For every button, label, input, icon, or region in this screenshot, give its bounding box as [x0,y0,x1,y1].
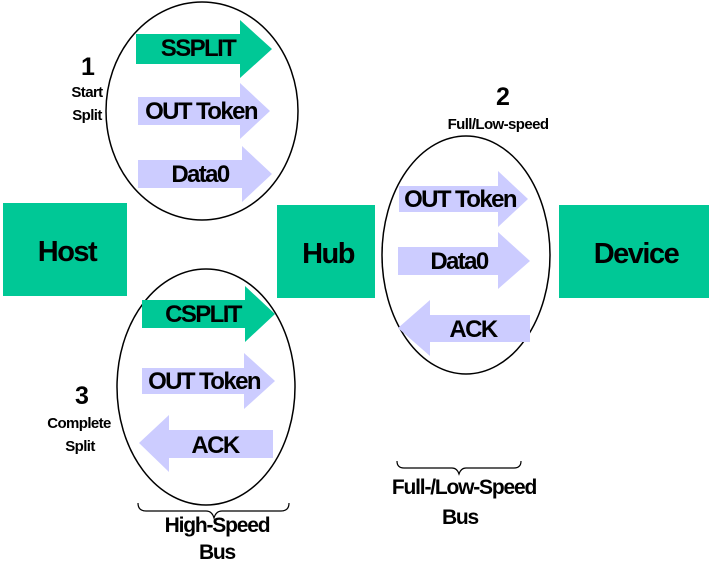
step-2-number: 2 [496,83,510,111]
out-token-arrow-full-low [399,171,528,227]
high-speed-bus-label-line1: High-Speed [165,514,270,537]
full-low-speed-bus-label-line1: Full-/Low-Speed [392,476,537,499]
full-low-speed-group: OUT Token Data0 ACK [381,135,551,375]
step-2-caption: Full/Low-speed [448,116,549,133]
ack-arrow-full-low-label: ACK [449,316,498,343]
out-token-arrow-complete-label: OUT Token [148,368,261,395]
high-speed-bus-brace [137,502,290,521]
full-low-speed-bus-brace [396,460,522,476]
start-split-ellipse [105,1,299,221]
step-3-number: 3 [75,382,89,410]
hub-box-fill [277,205,375,298]
host-box-fill [3,203,127,296]
ack-arrow-complete [139,415,273,472]
step-3-caption-line2: Split [65,438,95,455]
csplit-arrow-label: CSPLIT [165,301,243,328]
step-1-caption-line1: Start [71,84,103,101]
host-box: Host [3,203,127,296]
full-low-speed-bus-label-line2: Bus [442,506,479,529]
data0-arrow-full-low [398,232,530,289]
ack-arrow-full-low [398,300,530,356]
complete-split-group: CSPLIT OUT Token ACK [116,268,296,506]
full-low-speed-ellipse [381,135,551,375]
out-token-arrow-full-low-label: OUT Token [404,186,517,213]
ack-arrow-complete-label: ACK [191,432,240,459]
ssplit-arrow [136,20,272,78]
start-split-group: SSPLIT OUT Token Data0 [105,1,299,221]
step-1-number: 1 [81,53,95,81]
step-1-caption-line2: Split [72,107,102,124]
device-box-fill [559,205,709,298]
host-label: Host [38,236,98,268]
ssplit-arrow-label: SSPLIT [161,35,237,62]
csplit-arrow [142,286,275,342]
out-token-arrow-start-label: OUT Token [145,98,258,125]
out-token-arrow-start [138,83,270,139]
complete-split-ellipse [116,268,296,506]
data0-arrow-start-label: Data0 [171,161,230,188]
data0-arrow-full-low-label: Data0 [430,248,489,275]
out-token-arrow-complete [142,353,275,409]
high-speed-bus-label-line2: Bus [199,541,236,564]
data0-arrow-start [138,146,272,202]
step-3-caption-line1: Complete [47,415,111,432]
hub-box: Hub [277,205,375,298]
device-label: Device [594,238,680,270]
hub-label: Hub [302,238,355,270]
device-box: Device [559,205,709,298]
